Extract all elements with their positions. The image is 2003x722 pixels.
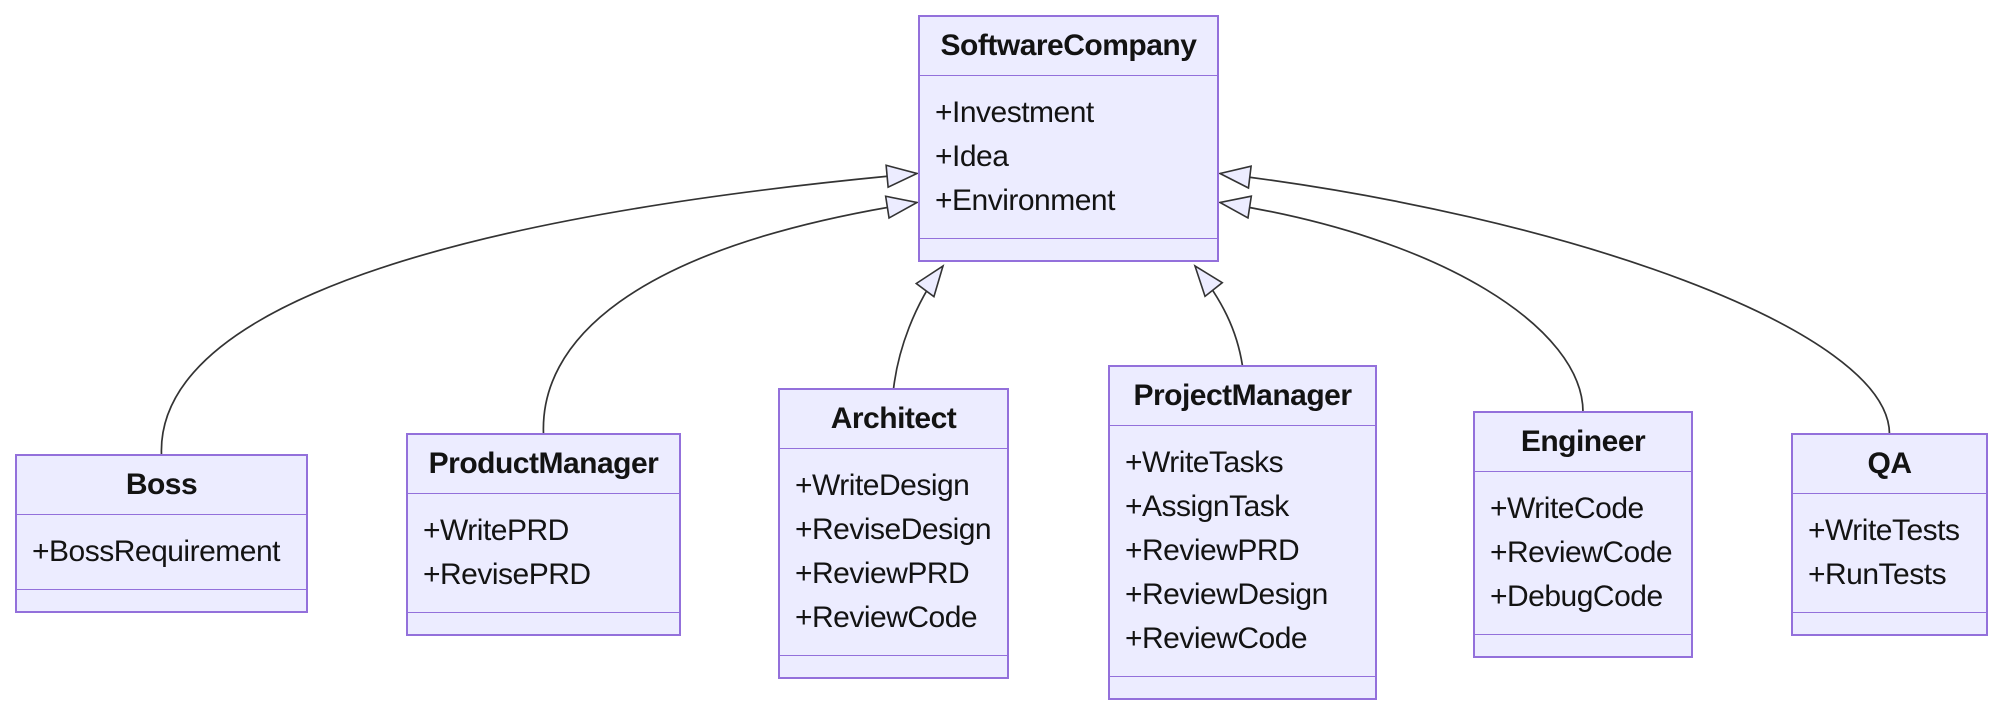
attribute-row: +WritePRD xyxy=(423,514,569,547)
methods-compartment xyxy=(780,656,1007,677)
attribute-row: +ReviseDesign xyxy=(795,513,992,546)
attributes-compartment: +WriteDesign +ReviseDesign +ReviewPRD +R… xyxy=(780,449,1007,656)
inheritance-edge-architect xyxy=(892,264,945,390)
methods-compartment xyxy=(1110,677,1375,698)
inheritance-edge-qa xyxy=(1217,165,1891,435)
class-title: Engineer xyxy=(1475,413,1691,472)
attributes-compartment: +WriteCode +ReviewCode +DebugCode xyxy=(1475,472,1691,635)
class-box-architect: Architect +WriteDesign +ReviseDesign +Re… xyxy=(778,388,1009,679)
class-title: QA xyxy=(1793,435,1986,494)
attribute-row: +WriteDesign xyxy=(795,469,970,502)
attributes-compartment: +WritePRD +RevisePRD xyxy=(408,494,679,613)
class-box-softwarecompany: SoftwareCompany +Investment +Idea +Envir… xyxy=(918,15,1219,262)
attribute-row: +ReviewDesign xyxy=(1125,578,1328,611)
attribute-row: +ReviewPRD xyxy=(1125,534,1300,567)
attribute-row: +Idea xyxy=(935,140,1009,173)
class-box-project-manager: ProjectManager +WriteTasks +AssignTask +… xyxy=(1108,365,1377,700)
inheritance-edge-engineer xyxy=(1217,195,1584,413)
attributes-compartment: +WriteTasks +AssignTask +ReviewPRD +Revi… xyxy=(1110,426,1375,677)
attribute-row: +Environment xyxy=(935,184,1115,217)
attribute-row: +RunTests xyxy=(1808,558,1947,591)
attribute-row: +ReviewCode xyxy=(1125,622,1308,655)
methods-compartment xyxy=(920,239,1217,260)
attribute-row: +ReviewPRD xyxy=(795,557,970,590)
inheritance-edge-project-manager xyxy=(1193,264,1244,367)
inheritance-edge-product-manager xyxy=(542,195,920,435)
methods-compartment xyxy=(1793,613,1986,634)
attribute-row: +WriteTests xyxy=(1808,514,1960,547)
methods-compartment xyxy=(408,613,679,634)
class-title: SoftwareCompany xyxy=(920,17,1217,76)
attributes-compartment: +Investment +Idea +Environment xyxy=(920,76,1217,239)
class-title: Architect xyxy=(780,390,1007,449)
class-title: ProjectManager xyxy=(1110,367,1375,426)
attribute-row: +Investment xyxy=(935,96,1094,129)
attribute-row: +ReviewCode xyxy=(795,601,978,634)
class-box-qa: QA +WriteTests +RunTests xyxy=(1791,433,1988,636)
attribute-row: +ReviewCode xyxy=(1490,536,1673,569)
class-box-product-manager: ProductManager +WritePRD +RevisePRD xyxy=(406,433,681,636)
attribute-row: +WriteTasks xyxy=(1125,446,1284,479)
class-box-engineer: Engineer +WriteCode +ReviewCode +DebugCo… xyxy=(1473,411,1693,658)
attributes-compartment: +BossRequirement xyxy=(17,515,306,590)
methods-compartment xyxy=(1475,635,1691,656)
inheritance-edge-boss xyxy=(160,164,920,456)
class-title: ProductManager xyxy=(408,435,679,494)
attribute-row: +AssignTask xyxy=(1125,490,1289,523)
class-title: Boss xyxy=(17,456,306,515)
methods-compartment xyxy=(17,590,306,611)
attributes-compartment: +WriteTests +RunTests xyxy=(1793,494,1986,613)
attribute-row: +WriteCode xyxy=(1490,492,1644,525)
attribute-row: +DebugCode xyxy=(1490,580,1663,613)
attribute-row: +BossRequirement xyxy=(32,535,280,568)
attribute-row: +RevisePRD xyxy=(423,558,591,591)
class-box-boss: Boss +BossRequirement xyxy=(15,454,308,613)
